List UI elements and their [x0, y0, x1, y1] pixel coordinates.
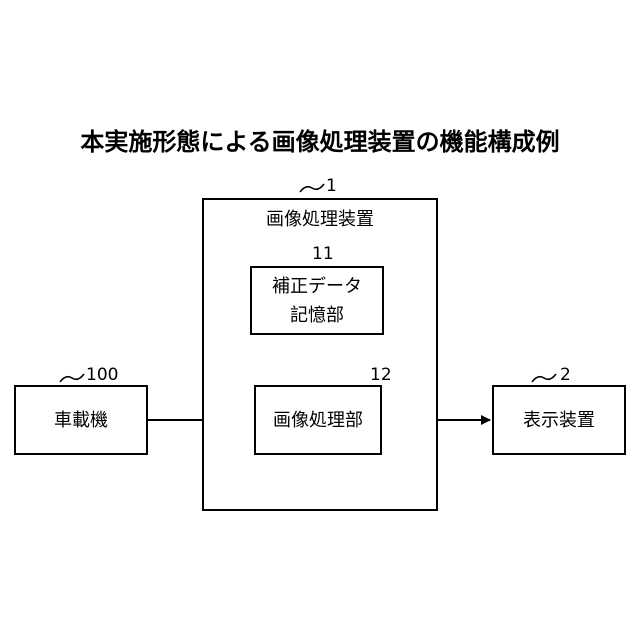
image-processing-unit-box: 画像処理部	[254, 385, 382, 455]
display-device-label: 表示装置	[494, 409, 624, 433]
correction-data-storage-label-line2: 記憶部	[252, 304, 382, 328]
ref-12: 12	[370, 365, 392, 385]
onboard-device-box: 車載機	[14, 385, 148, 455]
correction-data-storage-box: 補正データ 記憶部	[250, 266, 384, 335]
display-device-box: 表示装置	[492, 385, 626, 455]
correction-data-storage-label-line1: 補正データ	[252, 275, 382, 299]
image-processing-device-label: 画像処理装置	[204, 208, 436, 232]
onboard-device-label: 車載機	[16, 409, 146, 433]
ref-100: 100	[86, 365, 118, 385]
ref-11: 11	[312, 244, 334, 264]
ref-2: 2	[560, 365, 571, 385]
image-processing-unit-label: 画像処理部	[256, 409, 380, 433]
leader-ref-2	[532, 374, 556, 382]
leader-ref-100	[60, 374, 84, 382]
leader-ref-1	[300, 184, 324, 192]
ref-1: 1	[326, 176, 337, 196]
